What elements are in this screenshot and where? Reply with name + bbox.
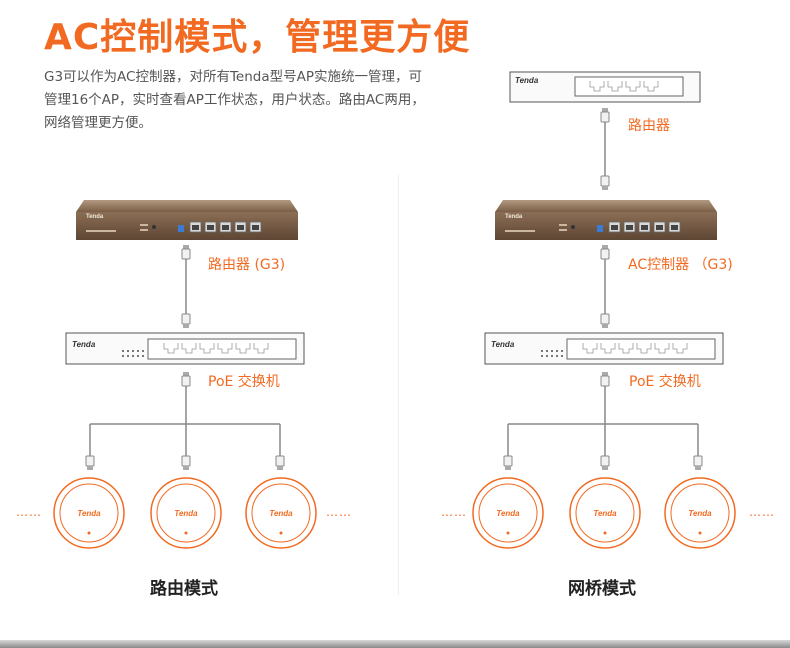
g3-router-left: Tenda bbox=[76, 200, 298, 240]
more-aps-left-ellipsis-right: …… bbox=[326, 505, 352, 519]
more-aps-left-ellipsis: …… bbox=[16, 505, 42, 519]
ap-brand: Tenda bbox=[593, 509, 617, 518]
divider bbox=[398, 175, 399, 595]
bottom-bar bbox=[0, 640, 790, 648]
device-brand-left-router: Tenda bbox=[86, 214, 104, 220]
device-brand-right-switch: Tenda bbox=[491, 340, 515, 349]
ap-brand: Tenda bbox=[174, 509, 198, 518]
description-line-2: 管理16个AP，实时查看AP工作状态，用户状态。路由AC两用， bbox=[44, 92, 425, 108]
poe-switch-right: Tenda bbox=[484, 332, 724, 365]
more-aps-right-ellipsis-left: …… bbox=[441, 505, 467, 519]
access-point-left-2: Tenda bbox=[150, 477, 222, 549]
access-point-left-1: Tenda bbox=[53, 477, 125, 549]
router-g3-label: 路由器 (G3) bbox=[208, 257, 286, 273]
ap-brand: Tenda bbox=[77, 509, 101, 518]
more-aps-right-ellipsis: …… bbox=[749, 505, 775, 519]
description: G3可以作为AC控制器，对所有Tenda型号AP实施统一管理，可 管理16个AP… bbox=[44, 66, 474, 135]
description-line-3: 网络管理更方便。 bbox=[44, 115, 152, 131]
ac-controller-label: AC控制器 （G3) bbox=[628, 257, 733, 273]
access-point-right-2: Tenda bbox=[569, 477, 641, 549]
poe-switch-label-left: PoE 交换机 bbox=[208, 374, 280, 390]
poe-switch-left: Tenda bbox=[65, 332, 305, 365]
device-brand-ac-controller: Tenda bbox=[505, 214, 523, 220]
device-brand-left-switch: Tenda bbox=[72, 340, 96, 349]
top-router-right: Tenda bbox=[509, 71, 701, 103]
access-point-left-3: Tenda bbox=[245, 477, 317, 549]
ap-brand: Tenda bbox=[496, 509, 520, 518]
poe-switch-label-right: PoE 交换机 bbox=[629, 374, 701, 390]
router-label: 路由器 bbox=[628, 118, 670, 134]
access-point-right-1: Tenda bbox=[472, 477, 544, 549]
routing-mode-label: 路由模式 bbox=[150, 579, 218, 599]
ap-brand: Tenda bbox=[269, 509, 293, 518]
device-brand-top-router: Tenda bbox=[515, 76, 539, 85]
g3-ac-controller-right: Tenda bbox=[495, 200, 717, 240]
ap-brand: Tenda bbox=[688, 509, 712, 518]
description-line-1: G3可以作为AC控制器，对所有Tenda型号AP实施统一管理，可 bbox=[44, 69, 423, 85]
bridge-mode-label: 网桥模式 bbox=[568, 579, 636, 599]
page-title: AC控制模式，管理更方便 bbox=[44, 17, 471, 58]
access-point-right-3: Tenda bbox=[664, 477, 736, 549]
